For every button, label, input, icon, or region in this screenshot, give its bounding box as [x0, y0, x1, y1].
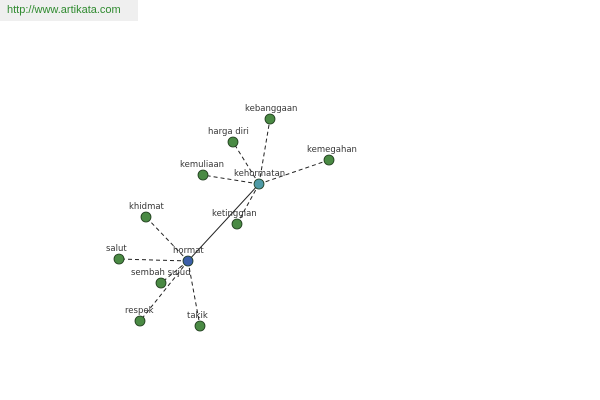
node-kemegahan[interactable]: [323, 154, 335, 166]
node-label-ketinggian[interactable]: ketinggian: [212, 209, 257, 219]
node-kehormatan[interactable]: [253, 178, 265, 190]
node-ketinggian[interactable]: [231, 218, 243, 230]
edge-hormat-salut: [118, 258, 189, 262]
node-label-harga-diri[interactable]: harga diri: [208, 127, 249, 137]
edge-hormat-respek: [139, 260, 189, 322]
edge-kehormatan-ketinggian: [236, 183, 260, 225]
url-bar: http://www.artikata.com: [0, 0, 138, 21]
node-sembah-sujud[interactable]: [155, 277, 167, 289]
node-kebanggaan[interactable]: [264, 113, 276, 125]
nodes-layer: [113, 113, 335, 332]
edge-hormat-sembah-sujud: [160, 260, 189, 284]
node-salut[interactable]: [113, 253, 125, 265]
edge-hormat-khidmat: [145, 216, 189, 262]
node-kemuliaan[interactable]: [197, 169, 209, 181]
node-respek[interactable]: [134, 315, 146, 327]
node-harga-diri[interactable]: [227, 136, 239, 148]
node-takik[interactable]: [194, 320, 206, 332]
node-label-kemuliaan[interactable]: kemuliaan: [180, 160, 224, 170]
node-label-kemegahan[interactable]: kemegahan: [307, 145, 357, 155]
node-label-kehormatan[interactable]: kehormatan: [234, 169, 285, 179]
edge-kehormatan-kebanggaan: [258, 118, 271, 185]
node-label-khidmat[interactable]: khidmat: [129, 202, 165, 212]
url-link[interactable]: http://www.artikata.com: [7, 4, 121, 16]
node-label-respek[interactable]: respek: [125, 306, 154, 316]
edge-kehormatan-kemegahan: [258, 159, 330, 185]
edge-hormat-kehormatan: [187, 183, 260, 262]
edge-kehormatan-harga-diri: [232, 141, 260, 185]
node-hormat[interactable]: [182, 255, 194, 267]
node-label-salut[interactable]: salut: [106, 244, 127, 254]
labels-layer: hormat kehormatan kebanggaan harga diri keme…: [106, 104, 357, 321]
node-label-takik[interactable]: takik: [187, 311, 208, 321]
node-khidmat[interactable]: [140, 211, 152, 223]
edges-layer: [118, 118, 330, 327]
edge-kehormatan-kemuliaan: [202, 174, 260, 185]
node-label-kebanggaan[interactable]: kebanggaan: [245, 104, 297, 114]
node-label-sembah-sujud[interactable]: sembah sujud: [131, 268, 191, 278]
node-label-hormat[interactable]: hormat: [173, 246, 204, 256]
